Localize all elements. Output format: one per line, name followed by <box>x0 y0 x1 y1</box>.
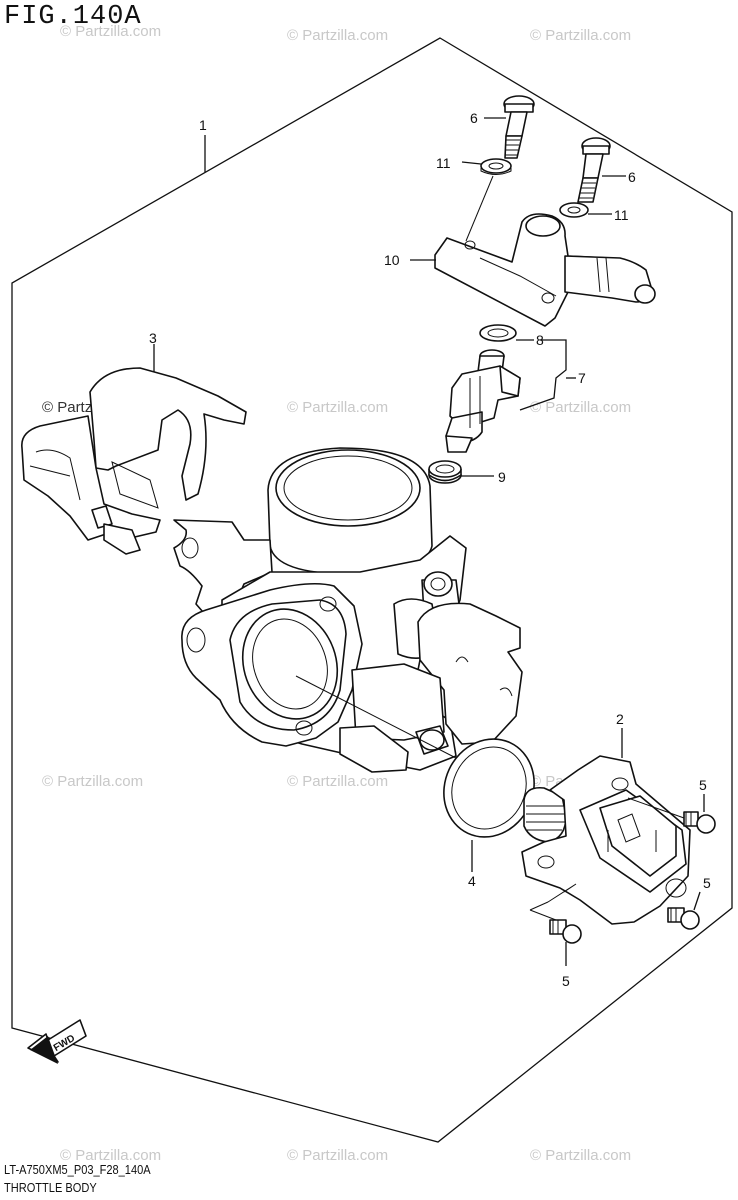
part-3-bracket <box>21 367 247 555</box>
part-11-washer <box>465 158 512 242</box>
watermark-text: © Partzilla.com <box>287 27 388 44</box>
watermark-text: © Partzilla.com <box>42 773 143 790</box>
watermark-text: © Partzilla.com <box>60 1147 161 1164</box>
callout-8: 8 <box>536 332 544 348</box>
watermark-text: © Partzilla.com <box>287 773 388 790</box>
watermark-text: © Partzilla.com <box>530 1147 631 1164</box>
model-code: LT-A750XM5_P03_F28_140A <box>4 1162 151 1177</box>
callout-11-upper: 11 <box>436 155 451 171</box>
callout-5-upper: 5 <box>699 777 707 793</box>
part-7-fuel-injector <box>445 349 521 453</box>
fwd-direction-arrow: FWD <box>27 1019 87 1064</box>
callout-7: 7 <box>578 370 586 386</box>
part-9-seal <box>428 460 462 484</box>
watermark-text: © Partzilla.com <box>530 27 631 44</box>
throttle-body-housing <box>173 447 523 773</box>
part-5-screw <box>627 794 716 834</box>
callout-1: 1 <box>199 117 207 133</box>
part-2-throttle-position-sensor <box>521 755 691 925</box>
callout-4: 4 <box>468 873 476 889</box>
callout-5-lower: 5 <box>562 973 570 989</box>
part-5-screw <box>667 891 701 930</box>
callout-labels: 1 2 3 4 5 5 5 6 6 7 8 9 10 11 11 <box>149 110 711 989</box>
assembly-boundary <box>11 37 733 1143</box>
part-6-bolt <box>503 95 535 159</box>
part-8-o-ring <box>479 324 517 342</box>
callout-10: 10 <box>384 252 400 268</box>
leader-lines <box>153 117 626 477</box>
watermark-text: © Partzilla.com <box>287 1147 388 1164</box>
watermark-text: © Partzilla.com <box>60 23 161 40</box>
callout-2: 2 <box>616 711 624 727</box>
callout-5-middle: 5 <box>703 875 711 891</box>
part-11-washer <box>559 202 589 218</box>
diagram-caption: THROTTLE BODY <box>4 1180 97 1195</box>
callout-6-right: 6 <box>628 169 636 185</box>
part-10-fuel-delivery-pipe <box>434 213 656 327</box>
figure-title: FIG.140A <box>4 2 142 32</box>
part-5-screw <box>529 883 582 966</box>
callout-11-right: 11 <box>614 207 629 223</box>
watermark-text: © Partzilla.com <box>530 399 631 416</box>
callout-3: 3 <box>149 330 157 346</box>
callout-9: 9 <box>498 469 506 485</box>
part-6-bolt <box>577 137 611 203</box>
callout-6-upper: 6 <box>470 110 478 126</box>
watermark-text: © Partzilla.com <box>287 399 388 416</box>
